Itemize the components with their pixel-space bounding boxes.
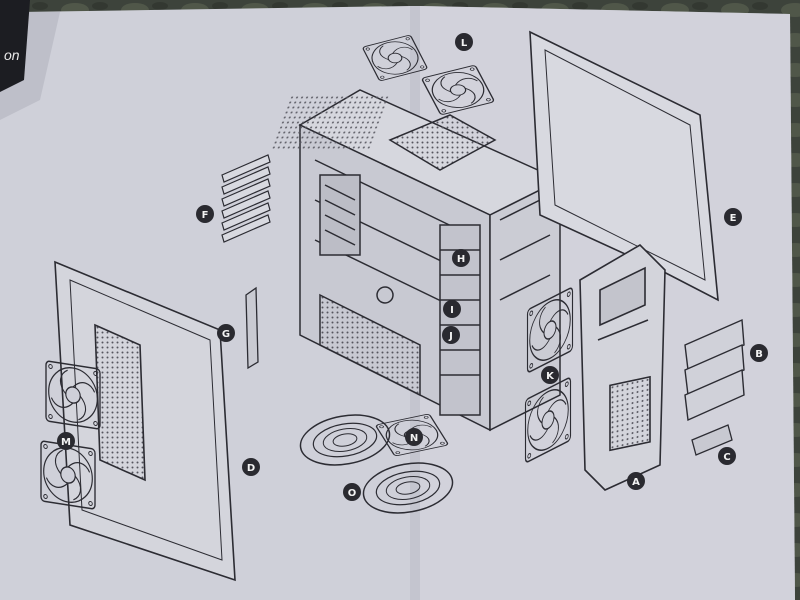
svg-text:A: A xyxy=(632,477,640,488)
part-label-f: F xyxy=(196,205,214,223)
part-label-l: L xyxy=(455,33,473,51)
part-label-a: A xyxy=(627,472,645,490)
svg-text:O: O xyxy=(348,488,357,499)
part-label-d: D xyxy=(242,458,260,476)
cover-text: on xyxy=(4,47,20,63)
svg-text:L: L xyxy=(461,38,468,49)
front-bezel-a xyxy=(579,243,666,491)
part-label-e: E xyxy=(724,208,742,226)
part-label-k: K xyxy=(541,366,559,384)
part-label-m: M xyxy=(57,432,75,450)
drive-bay-covers-b xyxy=(684,318,745,422)
part-label-b: B xyxy=(750,344,768,362)
svg-text:H: H xyxy=(457,254,465,265)
svg-text:M: M xyxy=(61,437,71,448)
part-label-h: H xyxy=(452,249,470,267)
svg-text:J: J xyxy=(448,331,453,342)
part-label-o: O xyxy=(343,483,361,501)
svg-text:I: I xyxy=(450,305,454,316)
part-label-i: I xyxy=(443,300,461,318)
manual-cover-edge: on xyxy=(0,0,30,92)
svg-text:G: G xyxy=(222,329,230,340)
svg-text:F: F xyxy=(202,210,209,221)
part-label-g: G xyxy=(217,324,235,342)
svg-text:N: N xyxy=(410,433,418,444)
bracket-g xyxy=(245,286,259,370)
part-label-c: C xyxy=(718,447,736,465)
small-part-c xyxy=(691,424,733,456)
slot-covers-f xyxy=(221,154,271,243)
side-panel-e xyxy=(529,30,719,302)
svg-text:C: C xyxy=(723,452,730,463)
part-label-n: N xyxy=(405,428,423,446)
part-label-j: J xyxy=(442,326,460,344)
side-panel-d xyxy=(54,260,236,582)
svg-text:K: K xyxy=(546,371,555,382)
svg-text:B: B xyxy=(755,349,763,360)
svg-text:D: D xyxy=(247,463,255,474)
svg-text:E: E xyxy=(730,213,737,224)
